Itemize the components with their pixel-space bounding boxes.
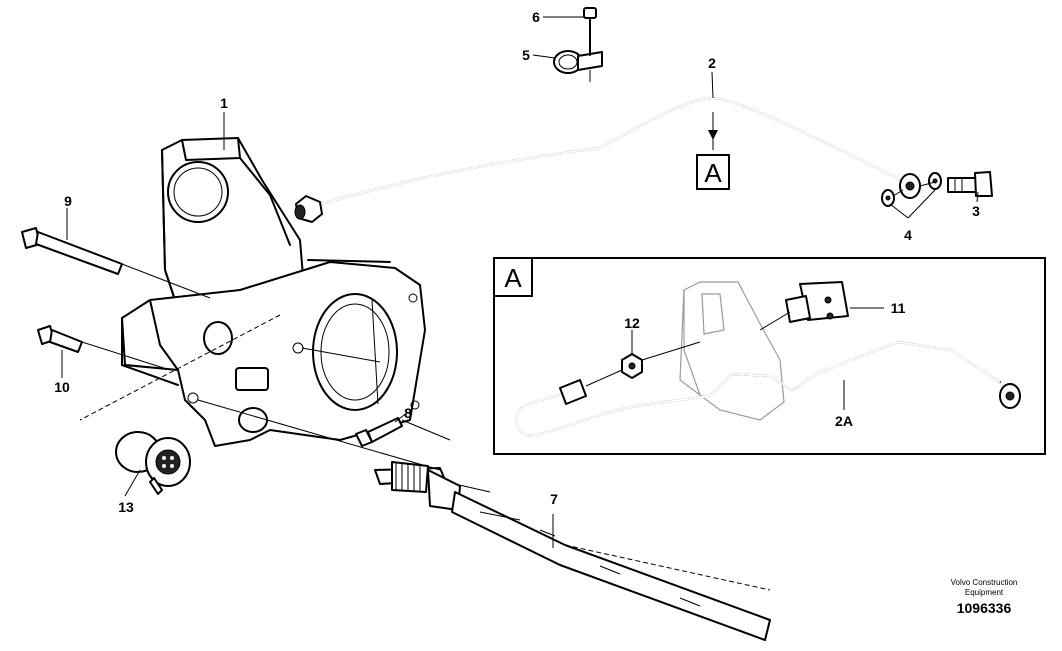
callout-13: 13	[118, 499, 134, 515]
assembly-lines	[79, 181, 936, 591]
document-number: 1096336	[957, 600, 1012, 616]
callout-12: 12	[624, 315, 640, 331]
part-connector-13	[115, 431, 191, 495]
section-marker-label: A	[704, 158, 722, 188]
detail-box-label: A	[504, 263, 522, 293]
callout-6: 6	[532, 9, 540, 25]
callout-11: 11	[891, 300, 906, 316]
callout-1: 1	[220, 95, 228, 111]
callout-2: 2	[708, 55, 716, 71]
callout-7: 7	[550, 491, 558, 507]
detail-view-a: A	[493, 257, 1046, 455]
callout-10: 10	[54, 379, 70, 395]
callout-4: 4	[904, 227, 912, 243]
part-washers-4	[881, 172, 942, 207]
callout-3: 3	[972, 203, 980, 219]
part-rod-7	[374, 461, 771, 641]
part-bolt-8	[355, 417, 403, 447]
part-clamp-5	[553, 50, 603, 82]
part-bolt-9	[21, 227, 123, 275]
part-pipe	[294, 96, 921, 223]
part-bolt-10	[37, 325, 83, 353]
callout-8: 8	[404, 405, 412, 421]
callout-2a: 2A	[835, 413, 853, 429]
section-marker-a: A	[696, 112, 730, 190]
part-bolt-3	[947, 171, 993, 197]
footer: Volvo Construction Equipment 1096336	[951, 578, 1018, 616]
callout-9: 9	[64, 193, 72, 209]
part-screw-6	[583, 7, 597, 56]
part-housing	[121, 259, 426, 447]
brand-line-2: Equipment	[965, 588, 1004, 597]
brand-line-1: Volvo Construction	[951, 578, 1018, 587]
leader-lines	[61, 16, 979, 548]
callouts: 1 2 3 4 5 6 7 8 9 10 11 12 13 2A	[54, 9, 980, 515]
callout-5: 5	[522, 47, 530, 63]
